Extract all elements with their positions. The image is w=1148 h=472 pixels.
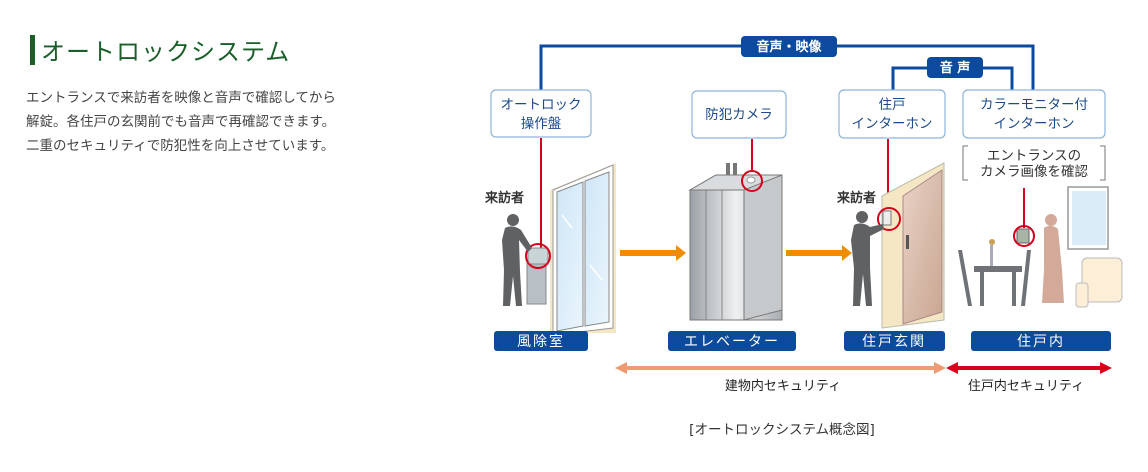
device-box-color-monitor-intercom: カラーモニター付 インターホン — [962, 89, 1106, 139]
svg-text:インターホン: インターホン — [852, 116, 933, 132]
resident-figure — [1042, 214, 1064, 303]
audio-label: 音 声 — [940, 60, 971, 76]
visitor-figure — [502, 214, 532, 306]
description-line: 解錠。各住戸の玄関前でも音声で再確認できます。 — [26, 114, 336, 130]
visitor-label: 来訪者 — [836, 190, 876, 206]
building-security-range — [615, 362, 946, 374]
svg-text:操作盤: 操作盤 — [521, 116, 562, 132]
flow-arrow — [620, 245, 686, 261]
svg-text:住戸内: 住戸内 — [1017, 334, 1065, 350]
location-tag: 風除室 — [494, 331, 588, 351]
flow-arrow — [786, 245, 852, 261]
description-line: エントランスで来訪者を映像と音声で確認してから — [26, 90, 336, 106]
unit-security-range — [946, 362, 1112, 374]
svg-text:防犯カメラ: 防犯カメラ — [705, 107, 773, 123]
location-tag: 住戸玄関 — [844, 331, 945, 351]
svg-text:オートロック: オートロック — [501, 97, 582, 113]
location-tag: エレベーター — [668, 331, 796, 351]
svg-text:住戸玄関: 住戸玄関 — [862, 333, 926, 350]
page-title: オートロックシステム — [41, 38, 291, 66]
svg-text:インターホン: インターホン — [994, 116, 1075, 132]
unit-security-label: 住戸内セキュリティ — [968, 378, 1084, 394]
unit-entrance-illustration — [851, 162, 945, 329]
svg-text:カラーモニター付: カラーモニター付 — [980, 97, 1088, 113]
svg-text:風除室: 風除室 — [517, 333, 565, 350]
device-box-autolock-panel: オートロック 操作盤 — [490, 89, 592, 138]
svg-text:カメラ画像を確認: カメラ画像を確認 — [980, 164, 1088, 180]
location-tag: 住戸内 — [971, 331, 1111, 351]
diagram-caption: [オートロックシステム概念図] — [689, 421, 875, 438]
building-security-label: 建物内セキュリティ — [725, 378, 841, 394]
audio-video-tag: 音声・映像 — [741, 36, 837, 57]
section-heading: オートロックシステム — [30, 32, 290, 67]
elevator-illustration — [688, 163, 783, 321]
vestibule-illustration — [502, 163, 616, 336]
audio-video-label: 音声・映像 — [756, 39, 822, 55]
svg-text:エントランスの: エントランスの — [987, 148, 1081, 164]
description-line: 二重のセキュリティで防犯性を向上させています。 — [26, 138, 335, 154]
svg-text:住戸: 住戸 — [879, 97, 906, 113]
heading-accent-bar — [30, 34, 35, 65]
visitor-figure — [851, 211, 884, 306]
unit-interior-illustration — [958, 186, 1123, 308]
svg-text:エレベーター: エレベーター — [684, 334, 780, 350]
audio-tag: 音 声 — [927, 57, 983, 78]
device-box-security-camera: 防犯カメラ — [691, 90, 787, 139]
camera-check-note: エントランスの カメラ画像を確認 — [962, 145, 1106, 181]
device-box-unit-intercom: 住戸 インターホン — [838, 89, 946, 139]
description: エントランスで来訪者を映像と音声で確認してから 解錠。各住戸の玄関前でも音声で再… — [26, 86, 426, 158]
visitor-label: 来訪者 — [484, 190, 524, 206]
